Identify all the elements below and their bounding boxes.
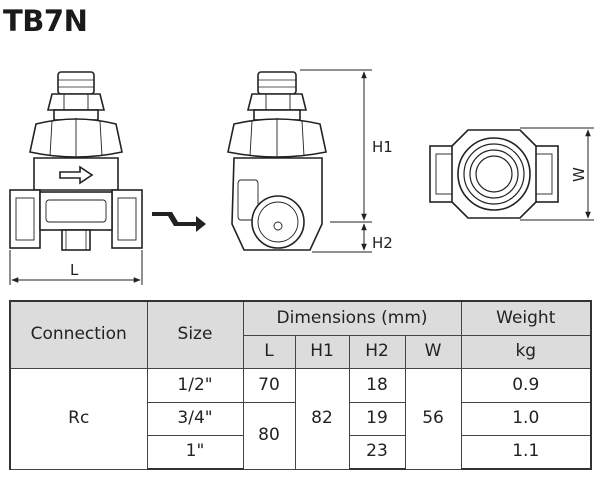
table-row: Rc 1/2" 70 82 18 56 0.9 [9,367,593,470]
cell-l: 70 [242,367,296,403]
cell-h2: 19 [348,401,406,436]
cell-weight: 0.9 [460,367,593,403]
cell-connection: Rc [9,367,148,470]
header-weight: Weight [460,300,593,336]
label-w: W [570,167,588,182]
label-h1: H1 [372,138,393,156]
front-view [9,71,143,251]
header-connection: Connection [9,300,148,369]
header-size: Size [146,300,244,369]
header-w: W [404,334,462,369]
dimension-l [9,250,143,285]
header-dimensions: Dimensions (mm) [242,300,462,336]
dimension-w [520,127,594,221]
product-title: TB7N [3,4,88,38]
spec-table: Connection Size Dimensions (mm) Weight L… [9,300,593,470]
header-h1: H1 [294,334,350,369]
dimension-h1-h2 [300,69,372,253]
top-view [429,129,559,219]
label-h2: H2 [372,234,393,252]
cell-size: 1/2" [146,367,244,403]
cell-size: 3/4" [146,401,244,436]
cell-h2: 18 [348,367,406,403]
valve-drawing: L H1 H2 [9,69,594,285]
label-l: L [70,261,79,279]
cell-w: 56 [404,367,462,470]
header-h2: H2 [348,334,406,369]
table-row: 1" 23 1.1 [10,434,593,470]
cell-weight: 1.0 [460,401,593,436]
view-arrow-icon [152,212,206,232]
cell-l: 80 [242,401,296,470]
side-view [227,71,327,251]
header-kg: kg [460,334,593,369]
header-l: L [242,334,296,369]
cell-h2: 23 [348,434,406,470]
cell-size: 1" [146,434,244,470]
cell-h1: 82 [294,367,350,470]
cell-weight: 1.1 [460,434,593,470]
